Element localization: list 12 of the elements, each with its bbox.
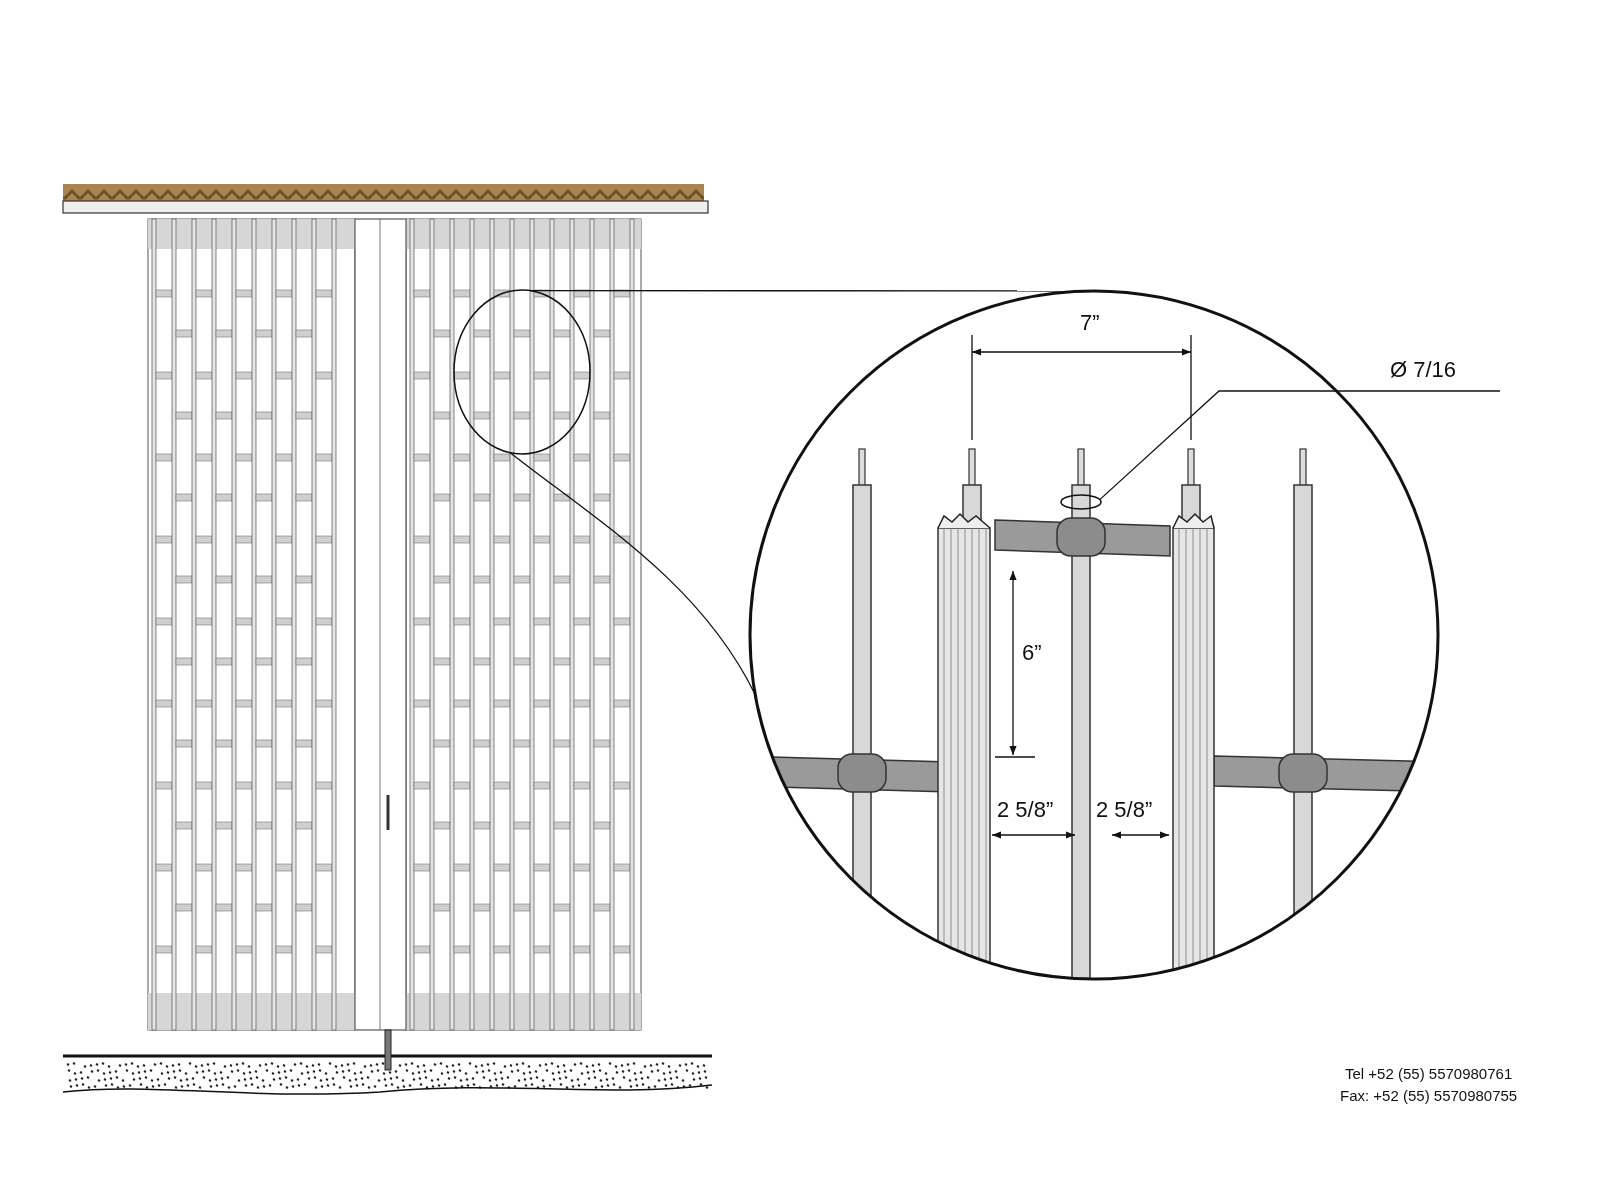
dimension-label: Ø 7/16 <box>1390 357 1457 383</box>
leader-line <box>1099 390 1501 501</box>
detail-callout-line <box>529 289 1095 292</box>
fax-number: Fax: +52 (55) 5570980755 <box>1340 1087 1518 1104</box>
folding-gate-drawing <box>147 218 642 1071</box>
diameter-ring <box>1060 494 1102 510</box>
dimension-label: 2 5/8” <box>997 797 1054 823</box>
detail-callout-line <box>509 452 756 696</box>
detail-ellipse <box>453 289 591 455</box>
dimension-label: 7” <box>1080 310 1100 336</box>
phone-number: Tel +52 (55) 5570980761 <box>1345 1065 1513 1082</box>
dimension-label: 2 5/8” <box>1096 797 1153 823</box>
